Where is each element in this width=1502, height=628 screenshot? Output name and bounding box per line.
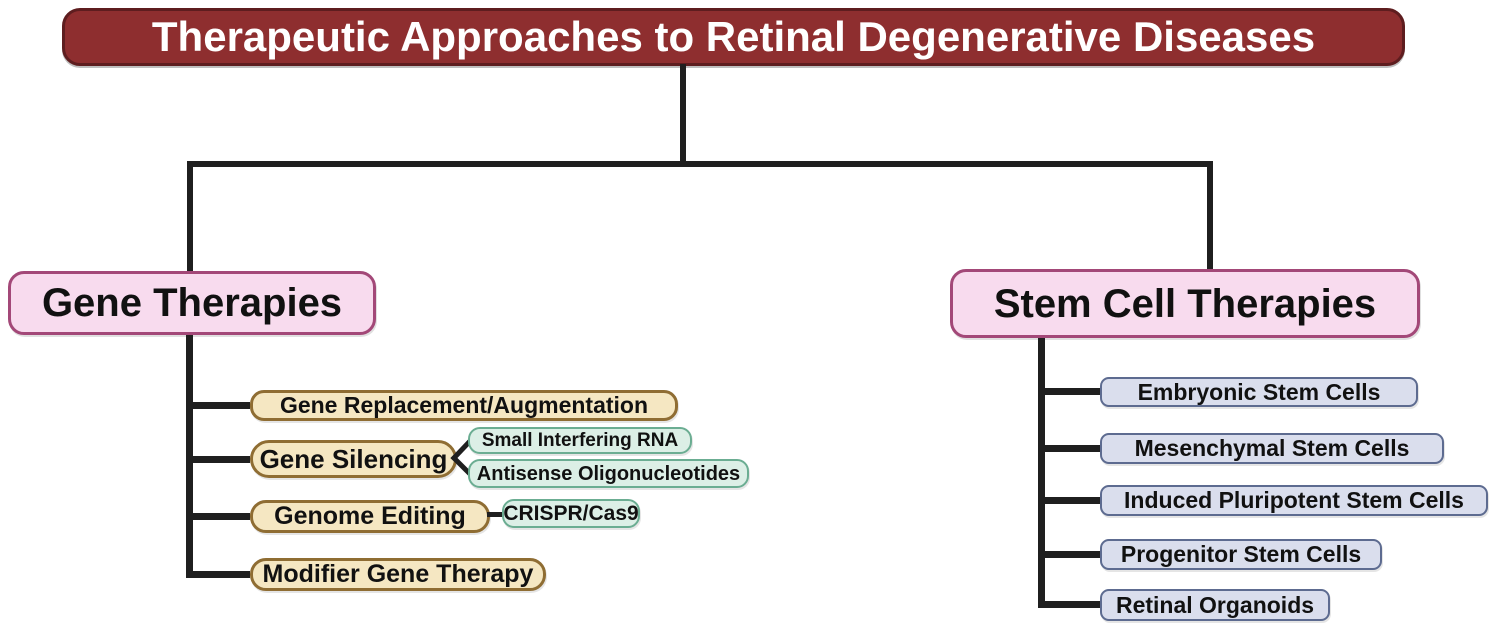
connector-stem-trunk [1038, 338, 1045, 608]
connector-gene-branch-3 [186, 513, 250, 520]
gene-therapies-box: Gene Therapies [8, 271, 376, 335]
node-progenitor-stem-cells: Progenitor Stem Cells [1100, 539, 1382, 570]
connector-title-trunk [680, 64, 686, 166]
node-embryonic-stem-cells: Embryonic Stem Cells [1100, 377, 1418, 407]
node-antisense-oligonucleotides: Antisense Oligonucleotides [468, 459, 749, 488]
connector-right-drop [1207, 161, 1213, 270]
title-banner: Therapeutic Approaches to Retinal Degene… [62, 8, 1405, 66]
connector-main-horizontal [187, 161, 1213, 167]
connector-stem-branch-5 [1038, 601, 1100, 608]
connector-left-drop [187, 161, 193, 272]
node-gene-replacement-augmentation: Gene Replacement/Augmentation [250, 390, 678, 421]
connector-genome-editing-crispr [487, 512, 504, 517]
stem-cell-therapies-box: Stem Cell Therapies [950, 269, 1420, 338]
node-modifier-gene-therapy: Modifier Gene Therapy [250, 558, 546, 591]
node-crispr-cas9: CRISPR/Cas9 [502, 499, 640, 528]
connector-stem-branch-2 [1038, 445, 1100, 452]
connector-gene-branch-2 [186, 456, 250, 463]
node-induced-pluripotent-stem-cells: Induced Pluripotent Stem Cells [1100, 485, 1488, 516]
node-retinal-organoids: Retinal Organoids [1100, 589, 1330, 621]
connector-gene-branch-4 [186, 571, 250, 578]
node-genome-editing: Genome Editing [250, 500, 490, 533]
connector-stem-branch-4 [1038, 551, 1100, 558]
node-gene-silencing: Gene Silencing [250, 440, 457, 478]
connector-gene-branch-1 [186, 402, 250, 409]
node-mesenchymal-stem-cells: Mesenchymal Stem Cells [1100, 433, 1444, 464]
connector-stem-branch-1 [1038, 388, 1100, 395]
connector-stem-branch-3 [1038, 497, 1100, 504]
node-small-interfering-rna: Small Interfering RNA [468, 427, 692, 454]
